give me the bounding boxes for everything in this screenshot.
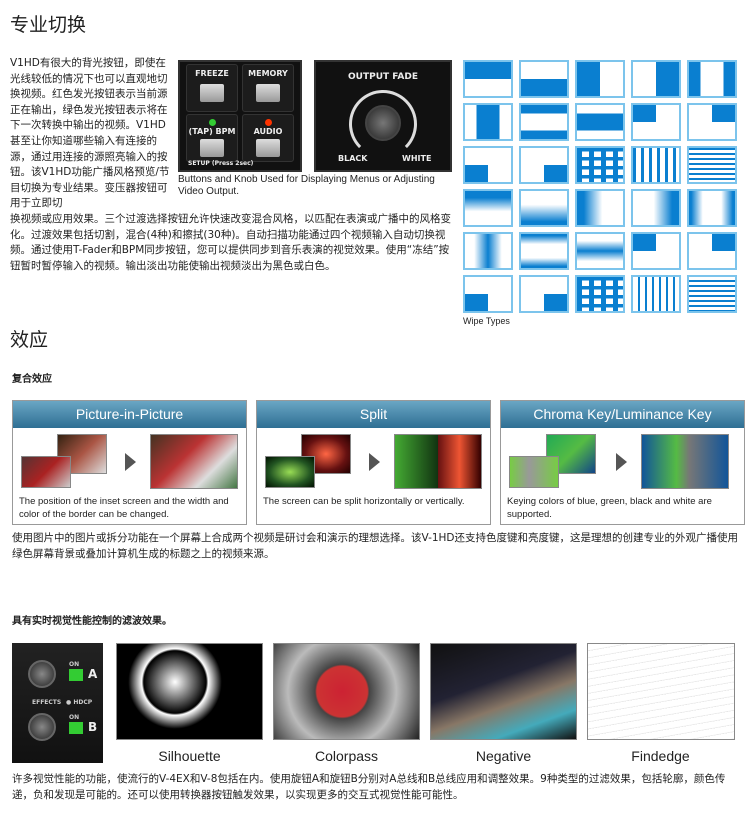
negative-image <box>430 643 577 740</box>
audio-button-illustration: AUDIO <box>242 114 294 162</box>
findedge-image <box>587 643 735 740</box>
red-led-icon <box>264 119 272 126</box>
wipe-fsides-icon <box>687 189 737 227</box>
chroma-source-image-2 <box>509 456 559 488</box>
knob-arc-icon <box>349 90 417 158</box>
colorpass-label: Colorpass <box>314 748 379 764</box>
wipe-vcenter-icon <box>463 103 513 141</box>
b-on-button-icon <box>69 722 83 734</box>
wipe-sides-icon <box>687 60 737 98</box>
button-panel-image: FREEZE MEMORY (TAP) BPM AUDIO SETUP (Pre… <box>178 60 302 172</box>
split-description: The screen can be split horizontally or … <box>263 496 465 507</box>
b-label: B <box>88 720 98 734</box>
composite-effects-subtitle: 复合效应 <box>12 374 52 385</box>
chroma-key-description: Keying colors of blue, green, black and … <box>507 496 712 520</box>
pip-result-image <box>150 434 238 489</box>
pip-title: Picture-in-Picture <box>13 401 246 428</box>
chroma-source-image-1 <box>546 434 596 474</box>
pip-source-image-2 <box>21 456 71 488</box>
wipe-hstripes-icon <box>687 146 737 184</box>
white-label: WHITE <box>402 154 432 163</box>
effects-knob-panel-image: ON A EFFECTS ● HDCP ON B <box>12 643 103 763</box>
pip-description: The position of the inset screen and the… <box>19 496 229 520</box>
wipe-fvcenter-icon <box>463 232 513 270</box>
wipe-fright-icon <box>631 189 681 227</box>
knob-a-icon <box>28 660 56 688</box>
silhouette-label: Silhouette <box>158 748 221 764</box>
wipe-hbars-icon <box>519 103 569 141</box>
audio-label: AUDIO <box>253 127 283 136</box>
on-label-b: ON <box>69 714 80 721</box>
panel-caption: Buttons and Knob Used for Displaying Men… <box>178 174 435 197</box>
hdcp-label: ● HDCP <box>66 699 93 706</box>
output-fade-label: OUTPUT FADE <box>348 72 418 82</box>
section-title-effects: 效应 <box>10 329 49 351</box>
wipe-grid-icon <box>575 275 625 313</box>
filter-body-text: 许多视觉性能的功能，使流行的V-4EX和V-8包括在内。使用旋钮A和旋钮B分别对… <box>12 773 726 801</box>
split-box: Split The screen can be split horizontal… <box>256 400 491 525</box>
pip-box: Picture-in-Picture The position of the i… <box>12 400 247 525</box>
wipe-right-icon <box>631 60 681 98</box>
a-on-button-icon <box>69 669 83 681</box>
arrow-icon <box>125 453 136 471</box>
freeze-button-illustration: FREEZE <box>186 64 238 112</box>
wipe-br-icon <box>519 146 569 184</box>
wipe-fleft-icon <box>575 189 625 227</box>
switching-body-text: 换视频或应用效果。三个过渡选择按钮允许快速改变混合风格，以匹配在表演或广播中的风… <box>10 213 451 272</box>
wipe-types-grid <box>463 60 748 320</box>
intro-text: V1HD有很大的背光按钮，即使在光线较低的情况下也可以直观地切换视频。红色发光按… <box>10 57 170 210</box>
memory-label: MEMORY <box>248 69 288 78</box>
wipe-bottom-icon <box>519 60 569 98</box>
chroma-key-title: Chroma Key/Luminance Key <box>501 401 744 428</box>
wipe-vstripes2-icon <box>631 275 681 313</box>
black-label: BLACK <box>338 154 368 163</box>
split-result-image <box>394 434 482 489</box>
split-source-image-2 <box>265 456 315 488</box>
wipe-tl-icon <box>631 232 681 270</box>
wipe-bl-icon <box>463 146 513 184</box>
wipe-grid-icon <box>575 146 625 184</box>
wipe-bl-icon <box>463 275 513 313</box>
chroma-key-box: Chroma Key/Luminance Key Keying colors o… <box>500 400 745 525</box>
wipe-vstripes-icon <box>631 146 681 184</box>
wipe-tr-icon <box>687 232 737 270</box>
knob-icon <box>365 105 401 141</box>
wipe-tr-icon <box>687 103 737 141</box>
wipe-fhcenter-icon <box>575 232 625 270</box>
split-title: Split <box>257 401 490 428</box>
wipe-fhedges-icon <box>519 232 569 270</box>
arrow-icon <box>369 453 380 471</box>
effects-label: EFFECTS <box>32 699 62 706</box>
bpm-label: (TAP) BPM <box>188 127 236 136</box>
wipe-top-icon <box>463 60 513 98</box>
output-fade-knob-image: OUTPUT FADE BLACK WHITE <box>314 60 452 172</box>
memory-button-illustration: MEMORY <box>242 64 294 112</box>
wipe-left-icon <box>575 60 625 98</box>
arrow-icon <box>616 453 627 471</box>
wipe-ftop-icon <box>463 189 513 227</box>
wipe-tl-icon <box>631 103 681 141</box>
chroma-result-image <box>641 434 729 489</box>
wipe-hstripes2-icon <box>687 275 737 313</box>
section-title-switching: 专业切换 <box>10 14 87 36</box>
findedge-label: Findedge <box>631 748 690 764</box>
on-label-a: ON <box>69 661 80 668</box>
setup-label: SETUP (Press 2sec) <box>188 160 254 167</box>
bpm-button-illustration: (TAP) BPM <box>186 114 238 162</box>
colorpass-image <box>273 643 420 740</box>
negative-label: Negative <box>475 748 532 764</box>
green-led-icon <box>208 119 216 126</box>
wipe-fbottom-icon <box>519 189 569 227</box>
wipe-types-caption: Wipe Types <box>463 316 510 326</box>
a-label: A <box>88 667 98 681</box>
wipe-hcenter-icon <box>575 103 625 141</box>
effects-body-text: 使用图片中的图片或拆分功能在一个屏幕上合成两个视频是研讨会和演示的理想选择。该V… <box>12 532 739 560</box>
wipe-br-icon <box>519 275 569 313</box>
knob-b-icon <box>28 713 56 741</box>
silhouette-image <box>116 643 263 740</box>
freeze-label: FREEZE <box>195 69 229 78</box>
filter-effects-subtitle: 具有实时视觉性能控制的滤波效果。 <box>12 616 172 627</box>
